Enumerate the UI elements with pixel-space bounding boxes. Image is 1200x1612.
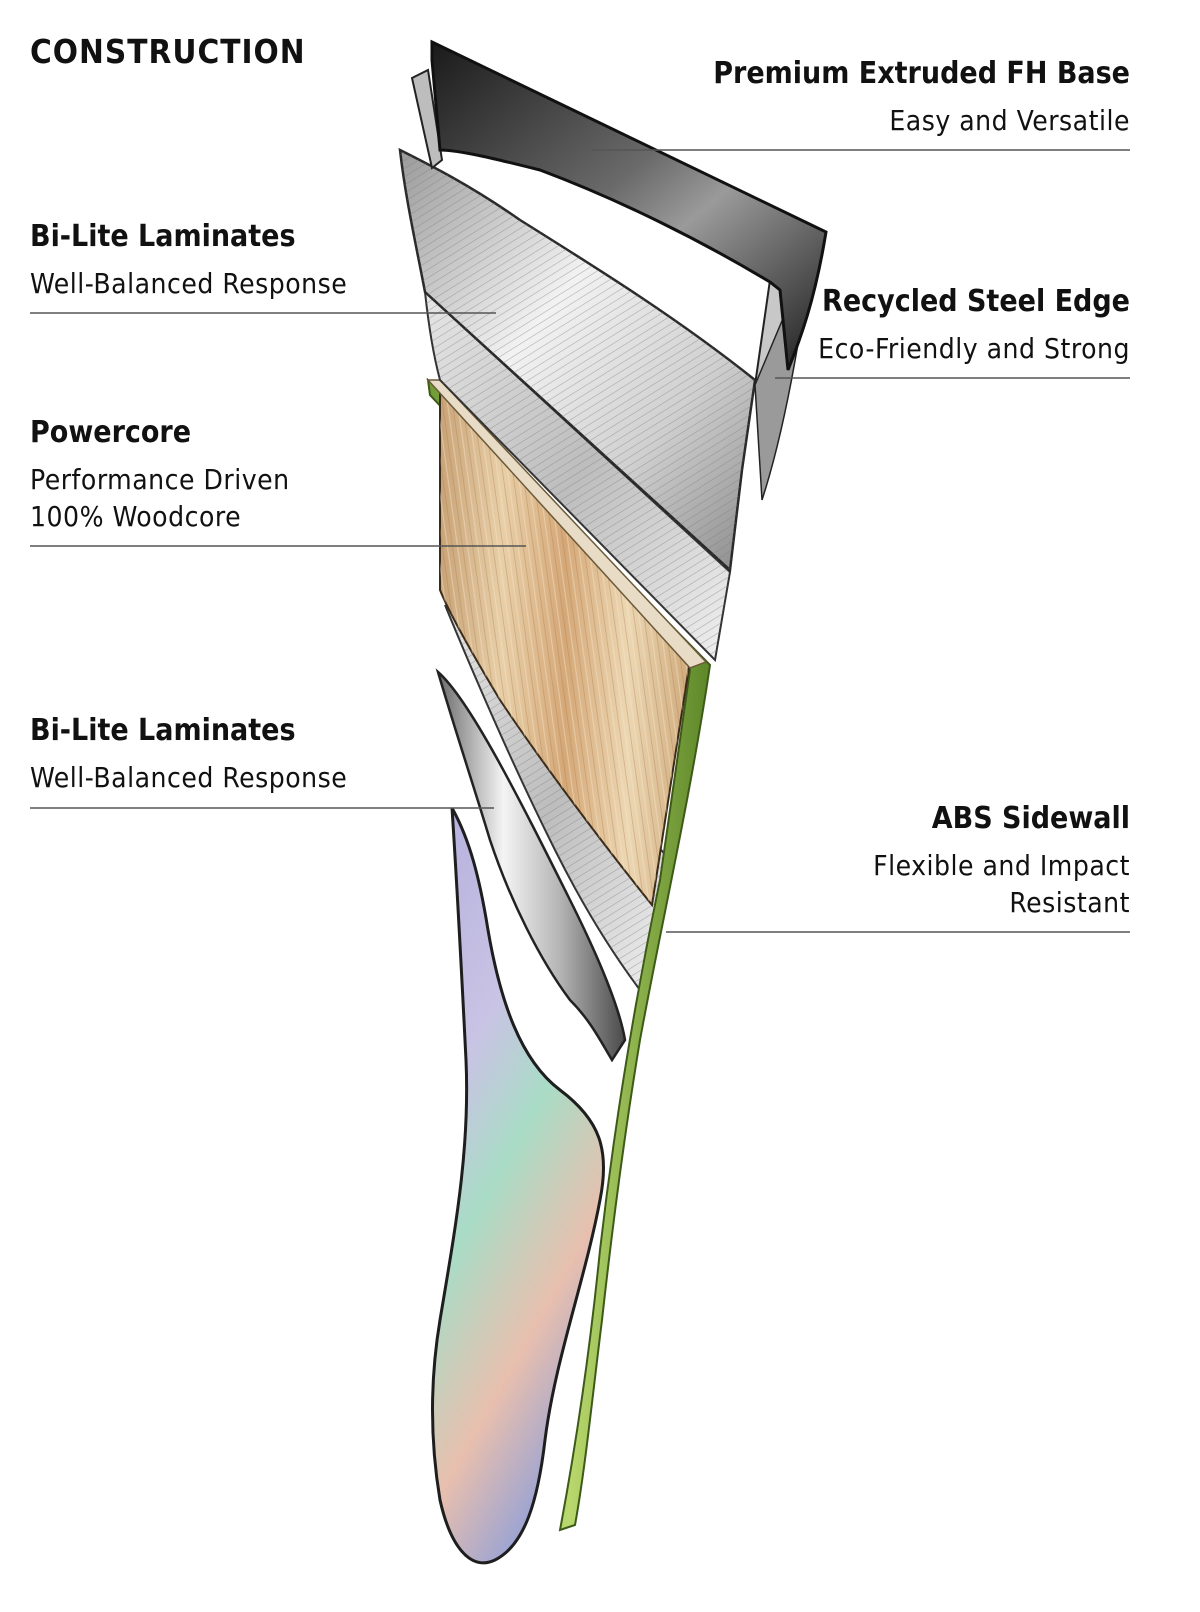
top-laminate-layer-upper-stripes [400,150,755,570]
callout-sidewall: ABS Sidewall Flexible and Impact Resista… [873,801,1130,921]
powercore-wood-grain [440,390,690,905]
page-title: CONSTRUCTION [30,32,306,71]
topsheet-layer [431,807,606,1565]
layer-name: Premium Extruded FH Base [713,56,1130,91]
callout-laminates-bottom: Bi-Lite Laminates Well-Balanced Response [30,713,347,796]
layer-description: Performance Driven 100% Woodcore [30,463,290,533]
layer-name: ABS Sidewall [931,801,1130,836]
layer-name: Powercore [30,415,192,450]
base-layer [430,39,828,371]
abs-sidewall-layer [426,377,712,1532]
callout-edge: Recycled Steel Edge Eco-Friendly and Str… [818,284,1130,367]
layer-name: Bi-Lite Laminates [30,219,296,254]
layer-name: Bi-Lite Laminates [30,713,296,748]
layer-description: Flexible and Impact Resistant [873,849,1130,919]
layer-description: Well-Balanced Response [30,267,348,300]
layer-description: Easy and Versatile [889,104,1130,137]
layer-description: Well-Balanced Response [30,761,348,794]
callout-base: Premium Extruded FH Base Easy and Versat… [713,56,1130,139]
layer-description: Eco-Friendly and Strong [818,332,1130,365]
steel-edge-left [410,68,444,170]
bottom-laminate-layer [435,668,627,1063]
powercore-top-edge [426,379,708,669]
layer-name: Recycled Steel Edge [822,284,1130,319]
callout-core: Powercore Performance Driven 100% Woodco… [30,415,290,535]
top-laminate-layer-lower-stripes [425,292,730,660]
callout-laminates-top: Bi-Lite Laminates Well-Balanced Response [30,219,347,302]
leader-lines [30,149,1130,933]
